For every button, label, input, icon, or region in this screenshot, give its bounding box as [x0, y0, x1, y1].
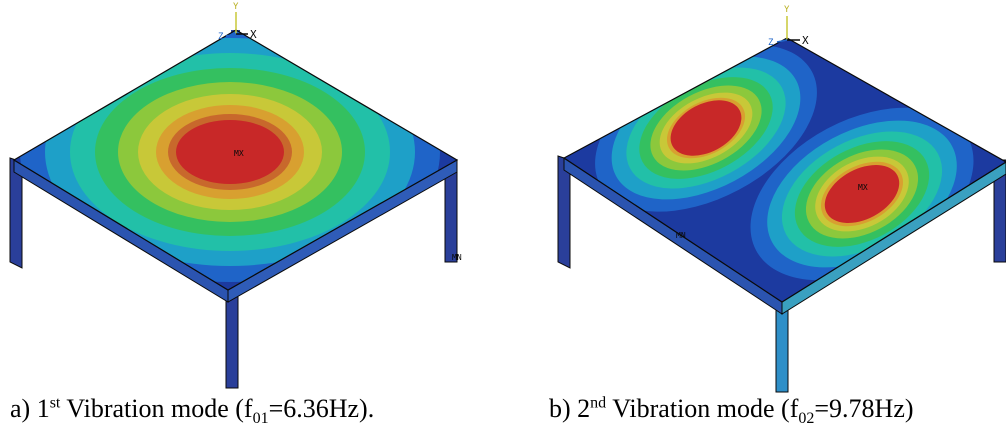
caption-prefix: b) 2 [549, 394, 591, 423]
caption-prefix: a) 1 [10, 394, 50, 423]
axis-z-label: Z [218, 32, 224, 42]
caption-suffix: =6.36Hz). [268, 394, 375, 423]
caption-ordinal: st [49, 394, 61, 412]
axis-triad: Y X Z [768, 5, 809, 48]
caption-mode-2: b) 2nd Vibration mode (f02=9.78Hz) [549, 394, 914, 428]
caption-middle: Vibration mode (f [606, 394, 799, 423]
caption-suffix: =9.78Hz) [814, 394, 914, 423]
slab-contours [14, 30, 457, 290]
axis-y-label: Y [233, 2, 239, 12]
axis-z-label: Z [768, 38, 774, 48]
axis-x-label: X [802, 34, 809, 47]
max-marker: MX [234, 149, 244, 158]
slab-outline [562, 37, 1006, 303]
min-marker: MN [676, 231, 686, 240]
slab-contours [564, 38, 1006, 302]
caption-middle: Vibration mode (f [60, 394, 253, 423]
axis-x-label: X [250, 28, 257, 41]
max-marker: MX [858, 183, 868, 192]
min-marker: MN [452, 253, 462, 262]
axis-y-label: Y [784, 5, 790, 15]
mode-2-figure: Y X Z MX MN [557, 5, 1006, 393]
caption-subscript: 02 [798, 410, 815, 428]
axis-triad: Y X Z [218, 2, 257, 42]
columns [557, 155, 1006, 393]
mode-1-figure: Y X Z MX MN [9, 2, 462, 389]
columns [9, 30, 458, 389]
column-front [225, 287, 239, 389]
caption-ordinal: nd [590, 394, 607, 412]
caption-subscript: 01 [252, 410, 269, 428]
caption-mode-1: a) 1st Vibration mode (f01=6.36Hz). [10, 394, 375, 428]
slab-outline [12, 29, 459, 291]
